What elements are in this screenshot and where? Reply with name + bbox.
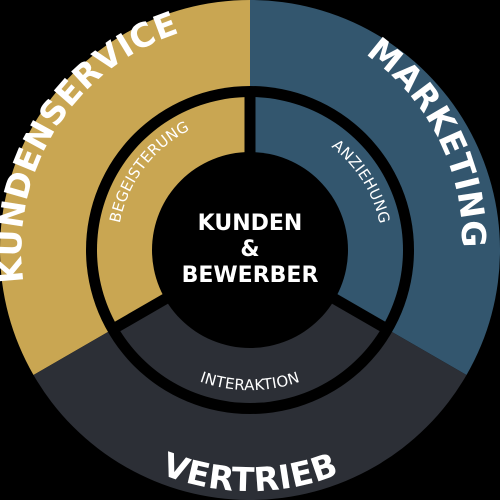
- divider-spoke-2: [325, 290, 392, 335]
- center-line-kunden: KUNDEN: [198, 211, 303, 236]
- divider-spoke-3: [108, 290, 175, 335]
- center-line-ampersand: &: [240, 237, 259, 262]
- center-line-bewerber: BEWERBER: [182, 263, 319, 288]
- segment-dividers: [108, 90, 392, 335]
- center-circle: [152, 152, 348, 348]
